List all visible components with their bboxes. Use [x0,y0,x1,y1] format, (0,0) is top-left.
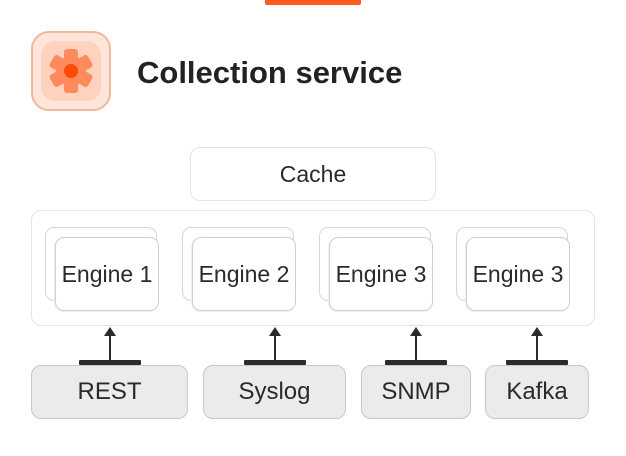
engine-label: Engine 1 [61,260,153,287]
engine-group: Engine 1 Engine 2 Engine 3 Engine 3 [31,210,595,326]
connector-line [415,332,417,362]
engine-card: Engine 1 [55,237,159,311]
connector-bar [506,360,568,365]
page-title: Collection service [137,55,403,90]
source-snmp: SNMP [361,365,471,419]
connector-bar [244,360,306,365]
source-rest: REST [31,365,188,419]
source-label: REST [77,378,142,405]
cache-label: Cache [279,160,347,187]
service-icon-tile [31,31,111,111]
up-arrow-icon [269,327,281,336]
cache-box: Cache [190,147,436,201]
engine-label: Engine 3 [335,260,427,287]
connector-bar [385,360,447,365]
source-kafka: Kafka [485,365,589,419]
connector-bar [79,360,141,365]
engine-card: Engine 2 [192,237,296,311]
connector-line [274,332,276,362]
connector-line [536,332,538,362]
up-arrow-icon [410,327,422,336]
source-label: Syslog [238,378,311,405]
gear-icon [49,49,93,93]
engine-card: Engine 3 [466,237,570,311]
up-arrow-icon [531,327,543,336]
source-syslog: Syslog [203,365,346,419]
top-accent-bar [265,0,361,5]
connector-line [109,332,111,362]
engine-label: Engine 2 [198,260,290,287]
source-label: SNMP [381,378,451,405]
source-label: Kafka [506,378,568,405]
engine-card: Engine 3 [329,237,433,311]
up-arrow-icon [104,327,116,336]
engine-label: Engine 3 [472,260,564,287]
